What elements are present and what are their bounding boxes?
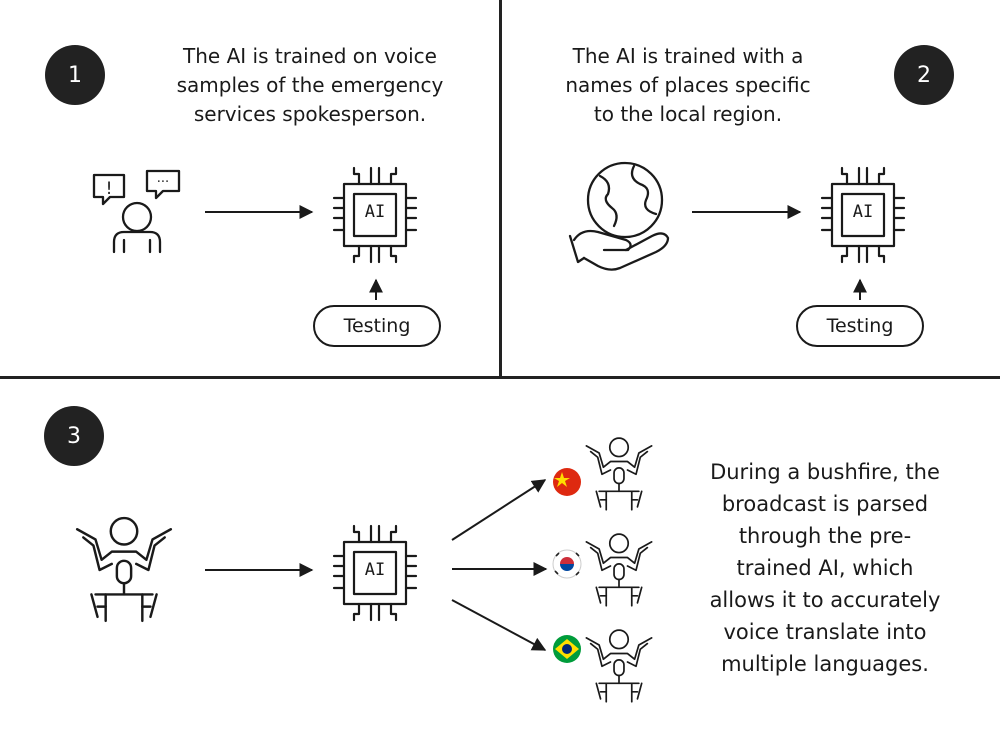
testing-pill-1: Testing	[313, 305, 441, 347]
south-korea-flag-icon	[552, 549, 582, 579]
arrow-ai-to-portuguese	[451, 599, 547, 651]
panel2-caption: The AI is trained with a names of places…	[565, 44, 811, 126]
panel1-caption: The AI is trained on voice samples of th…	[176, 44, 444, 126]
horizontal-divider	[0, 376, 1000, 379]
testing-pill-2: Testing	[796, 305, 924, 347]
step-number-badge-1: 1	[45, 45, 105, 105]
step-number-badge-2: 2	[894, 45, 954, 105]
broadcaster-icon	[75, 516, 173, 623]
step-number-badge-3: 3	[44, 406, 104, 466]
vertical-divider	[499, 0, 502, 377]
arrow-ai-to-chinese	[451, 479, 547, 541]
brazil-flag-icon	[553, 635, 581, 663]
ai-chip-label-3: AI	[364, 560, 386, 580]
ellipsis-icon: ···	[157, 175, 169, 190]
translated-speaker-icon-3	[585, 629, 653, 703]
ai-chip-label-1: AI	[364, 202, 386, 222]
panel3-caption: During a bushfire, the broadcast is pars…	[709, 460, 941, 676]
spokesperson-icon	[92, 169, 181, 254]
exclamation-icon: !	[106, 179, 113, 199]
ai-chip-label-2: AI	[852, 202, 874, 222]
translated-speaker-icon-2	[585, 533, 653, 607]
translated-speaker-icon-1	[585, 437, 653, 511]
china-flag-icon	[553, 468, 581, 496]
globe-in-hand-icon	[568, 161, 670, 271]
